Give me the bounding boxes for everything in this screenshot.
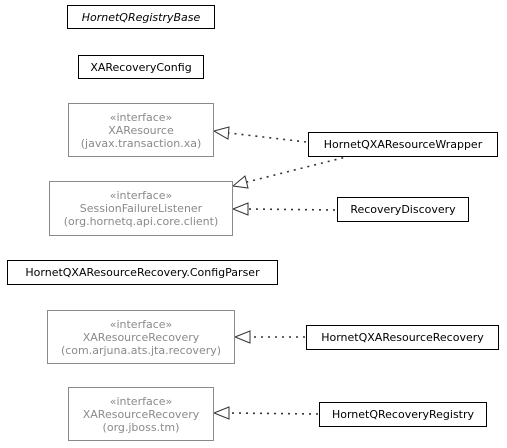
interface-name: XAResource xyxy=(108,123,174,137)
edge-recovery-registry-to-jboss xyxy=(228,412,319,415)
interface-stereotype: «interface» xyxy=(109,110,173,124)
interface-arjuna-xa-resource-recovery[interactable]: «interface» XAResourceRecovery (com.arju… xyxy=(47,310,235,364)
interface-stereotype: «interface» xyxy=(109,394,173,408)
arrowhead-session-failure-listener-right xyxy=(231,202,249,216)
class-hornetq-registry-base[interactable]: HornetQRegistryBase xyxy=(67,5,215,29)
interface-package: (javax.transaction.xa) xyxy=(80,136,202,150)
interface-stereotype: «interface» xyxy=(109,317,173,331)
class-xa-recovery-config[interactable]: XARecoveryConfig xyxy=(78,55,204,79)
interface-stereotype: «interface» xyxy=(109,189,173,202)
arrowhead-session-failure-listener-top xyxy=(231,175,249,189)
class-hornetq-recovery-registry[interactable]: HornetQRecoveryRegistry xyxy=(319,402,487,427)
interface-jboss-xa-resource-recovery[interactable]: «interface» XAResourceRecovery (org.jbos… xyxy=(68,387,214,441)
class-label: HornetQXAResourceWrapper xyxy=(323,138,483,151)
arrowhead-jboss-recovery xyxy=(212,406,230,420)
arrowhead-arjuna-recovery xyxy=(233,330,251,344)
class-config-parser[interactable]: HornetQXAResourceRecovery.ConfigParser xyxy=(7,260,278,285)
interface-package: (org.jboss.tm) xyxy=(102,420,180,434)
arrowhead-xaresource xyxy=(212,126,230,140)
class-label: RecoveryDiscovery xyxy=(350,203,456,216)
class-label: XARecoveryConfig xyxy=(90,60,192,74)
class-label: HornetQXAResourceRecovery xyxy=(321,331,484,344)
edge-recovery-discovery-to-session-failure-listener xyxy=(247,208,336,211)
interface-session-failure-listener[interactable]: «interface» SessionFailureListener (org.… xyxy=(49,181,233,236)
class-recovery-discovery[interactable]: RecoveryDiscovery xyxy=(337,197,469,222)
interface-name: SessionFailureListener xyxy=(79,202,203,215)
class-label: HornetQRegistryBase xyxy=(81,10,201,24)
edge-wrapper-to-xaresource xyxy=(228,132,307,143)
class-hornetq-xa-resource-wrapper[interactable]: HornetQXAResourceWrapper xyxy=(308,132,498,157)
interface-name: XAResourceRecovery xyxy=(82,407,200,421)
edge-wrapper-to-session-failure-listener xyxy=(246,155,351,183)
class-label: HornetQXAResourceRecovery.ConfigParser xyxy=(25,266,260,279)
class-hornetq-xa-resource-recovery[interactable]: HornetQXAResourceRecovery xyxy=(306,325,499,350)
class-label: HornetQRecoveryRegistry xyxy=(331,408,475,421)
interface-package: (org.hornetq.api.core.client) xyxy=(63,215,219,228)
interface-xaresource[interactable]: «interface» XAResource (javax.transactio… xyxy=(68,103,214,157)
interface-name: XAResourceRecovery xyxy=(82,330,200,344)
interface-package: (com.arjuna.ats.jta.recovery) xyxy=(60,343,222,357)
